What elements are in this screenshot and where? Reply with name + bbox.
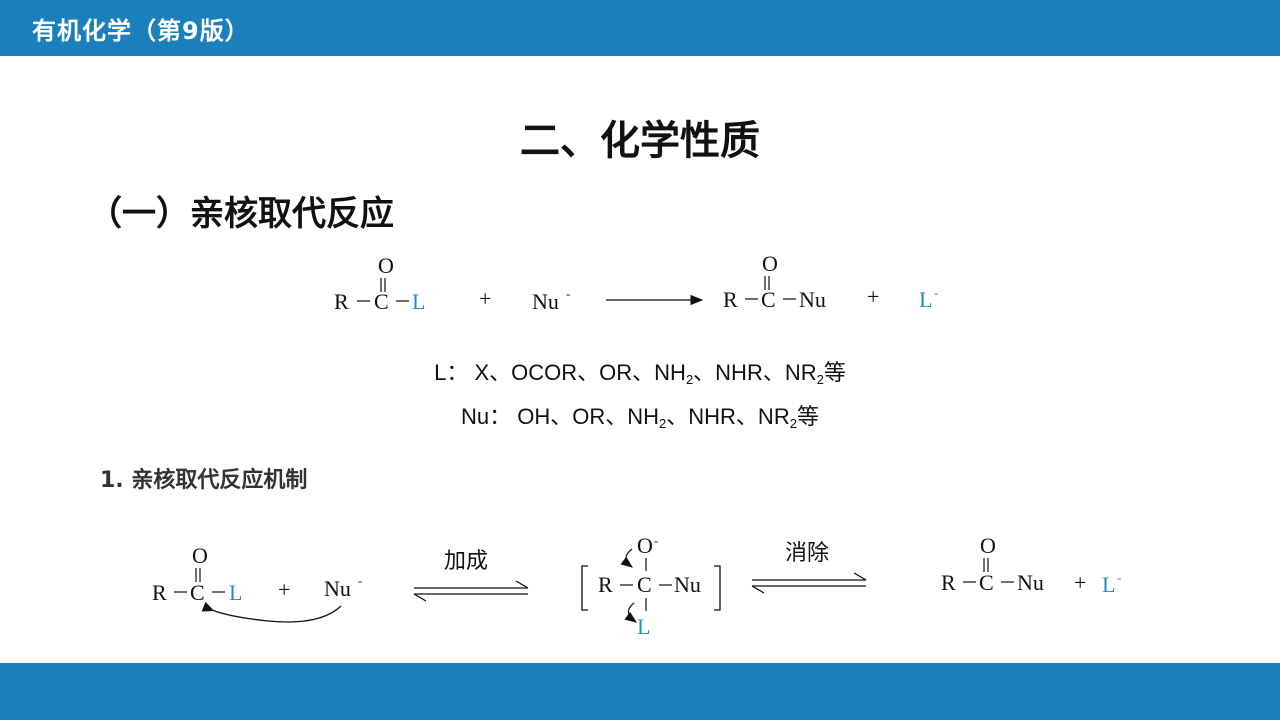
plus-sign-1: +	[479, 286, 491, 311]
addition-label: 加成	[444, 549, 488, 574]
intermediate-oxygen-charge: -	[654, 533, 658, 548]
intermediate-nucleophile: Nu	[674, 572, 701, 597]
mech-product-nucleophile: Nu	[1017, 570, 1044, 595]
mech-product-r-group: R	[941, 570, 956, 595]
mech-oxygen: O	[192, 543, 208, 568]
product-r-group: R	[723, 287, 738, 312]
carbonyl-carbon: C	[374, 289, 389, 314]
section-title-mechanism: 1. 亲核取代反应机制	[100, 468, 308, 493]
def-l-prefix: L： X、OCOR、OR、NH	[434, 360, 686, 385]
nucleophile-charge: -	[566, 286, 570, 301]
intermediate-leaving-group: L	[637, 614, 650, 639]
mech-plus-2: +	[1074, 570, 1086, 595]
product-nucleophile: Nu	[799, 287, 826, 312]
leaving-group-arrow	[624, 602, 637, 623]
left-bracket	[581, 565, 588, 611]
elimination-reverse-barb	[751, 585, 765, 594]
addition-reverse-barb	[413, 593, 427, 602]
sub-heading: （一）亲核取代反应	[88, 194, 394, 234]
nucleophilic-attack-arrow	[201, 601, 342, 623]
mech-leaving-group: L	[229, 580, 242, 605]
right-bracket	[714, 565, 721, 611]
leaving-anion: L	[919, 287, 932, 312]
def-l-suffix: 等	[823, 360, 846, 385]
mech-r-group: R	[152, 580, 167, 605]
main-heading: 二、化学性质	[520, 118, 760, 164]
general-reaction: O R C L + Nu - O R C Nu + L -	[334, 251, 938, 314]
plus-sign-2: +	[867, 284, 879, 309]
def-nu-prefix: Nu： OH、OR、NH	[461, 404, 660, 429]
addition-forward-barb	[515, 580, 529, 589]
leaving-group: L	[412, 289, 425, 314]
bottom-footer-bar	[0, 663, 1280, 720]
acyl-oxygen: O	[378, 253, 394, 278]
def-l-sub-nh2: 2	[685, 372, 694, 387]
electron-push-arrow	[620, 548, 633, 568]
mech-leaving-anion-charge: -	[1117, 570, 1121, 585]
product-oxygen: O	[762, 251, 778, 276]
top-header-bar: 有机化学（第9版）	[0, 0, 1280, 56]
mech-product-oxygen: O	[980, 533, 996, 558]
def-l-mid: 、NHR、NR	[693, 360, 817, 385]
def-nu-mid: 、NHR、NR	[666, 404, 790, 429]
def-nu-suffix: 等	[796, 404, 819, 429]
elimination-forward-barb	[853, 572, 867, 581]
elimination-label: 消除	[785, 541, 829, 566]
intermediate-carbon: C	[637, 572, 652, 597]
mech-leaving-anion: L	[1102, 572, 1115, 597]
course-title: 有机化学（第9版）	[32, 17, 250, 45]
mechanism-scheme: O R C L + Nu - 加成 O - R C Nu L 消除	[152, 533, 1121, 639]
def-nu-sub-nh2: 2	[659, 416, 667, 431]
def-l-sub-nr2: 2	[816, 372, 824, 387]
leaving-group-definition: L： X、OCOR、OR、NH2、NHR、NR2等	[0, 355, 1280, 387]
product-carbon: C	[761, 287, 776, 312]
leaving-anion-charge: -	[934, 285, 938, 300]
mech-nucleophile-charge: -	[358, 573, 362, 588]
nucleophile: Nu	[532, 289, 559, 314]
mech-plus-1: +	[278, 577, 290, 602]
def-nu-sub-nr2: 2	[789, 416, 797, 431]
intermediate-r-group: R	[598, 572, 613, 597]
mech-product-carbon: C	[979, 570, 994, 595]
mech-nucleophile: Nu	[324, 576, 351, 601]
intermediate-oxygen: O	[637, 533, 653, 558]
mech-carbon: C	[190, 580, 205, 605]
r-group: R	[334, 289, 349, 314]
nucleophile-definition: Nu： OH、OR、NH2、NHR、NR2等	[0, 399, 1280, 431]
